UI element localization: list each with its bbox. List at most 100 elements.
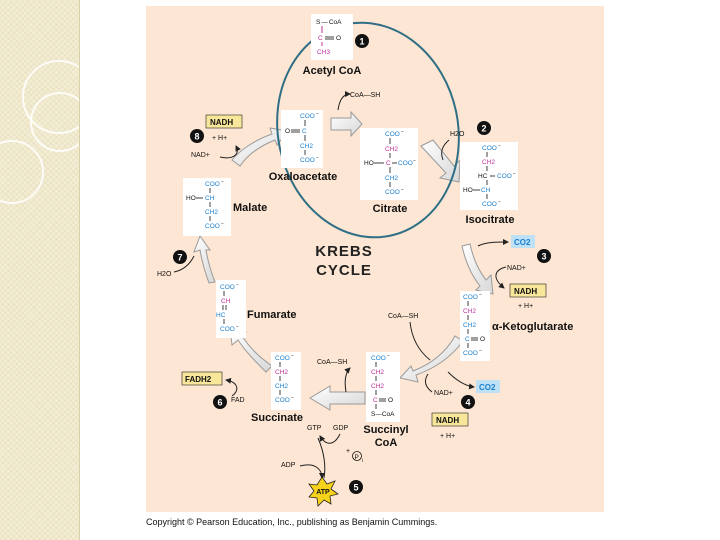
- atp-label: ATP: [316, 489, 330, 496]
- svg-text:CH2: CH2: [385, 146, 398, 153]
- h-plus-step8: + H+: [212, 135, 227, 142]
- step-8-marker: 8: [190, 129, 204, 143]
- nad-plus-step3: NAD+: [507, 265, 526, 272]
- h2o-step2-arrow: [441, 139, 450, 161]
- svg-text:−: −: [498, 199, 501, 205]
- coa-sh-step5-arrow: [344, 367, 351, 393]
- fad-label: FAD: [231, 397, 245, 404]
- co2-step4: CO2: [479, 383, 496, 392]
- step-3-marker: 3: [537, 249, 551, 263]
- molecule-isocitrate: COO− CH2 HC COO− HO CH COO−: [463, 143, 516, 208]
- nadh-step4-highlight: [431, 412, 469, 427]
- svg-text:−: −: [513, 171, 516, 177]
- gtp-atp-arrow: [317, 437, 326, 479]
- coa-sh-step4-arrow: [409, 321, 431, 361]
- svg-text:1: 1: [359, 37, 364, 47]
- svg-text:S—CoA: S—CoA: [371, 411, 395, 418]
- succinyl-coa-label-line1: Succinyl: [363, 424, 408, 436]
- svg-text:−: −: [291, 353, 294, 359]
- svg-text:CH2: CH2: [205, 209, 218, 216]
- svg-text:−: −: [316, 155, 319, 161]
- svg-text:−: −: [401, 129, 404, 135]
- molecule-ketoglutarate: COO− CH2 CH2 C O COO−: [463, 292, 485, 357]
- coa-sh-step4: CoA—SH: [388, 313, 418, 320]
- svg-text:HC: HC: [478, 173, 488, 180]
- svg-text:−: −: [498, 143, 501, 149]
- atp-star-icon: [308, 476, 339, 507]
- cycle-arrow-1: [330, 110, 363, 138]
- step-2-marker: 2: [477, 121, 491, 135]
- nadh-step3: NADH: [514, 287, 537, 296]
- svg-text:S—CoA: S—CoA: [316, 19, 342, 26]
- diagram-title-line1: KREBS: [315, 243, 373, 260]
- box-oxaloacetate: [281, 110, 323, 168]
- pi-label: P: [355, 454, 359, 461]
- box-isocitrate: [460, 142, 518, 210]
- svg-text:O: O: [480, 336, 485, 343]
- svg-text:−: −: [291, 395, 294, 401]
- step-5-marker: 5: [349, 480, 363, 494]
- nad-plus-step4: NAD+: [434, 390, 453, 397]
- svg-text:6: 6: [217, 398, 222, 408]
- molecule-succinyl-coa: COO− CH2 CH2 C O S—CoA: [371, 353, 395, 418]
- cycle-arrows: [193, 110, 494, 411]
- step-1-marker: 1: [355, 34, 369, 48]
- svg-text:−: −: [316, 111, 319, 117]
- molecule-fumarate: COO− CH HC COO−: [216, 282, 239, 333]
- isocitrate-label: Isocitrate: [466, 214, 515, 226]
- succinate-label: Succinate: [251, 412, 303, 424]
- molecule-oxaloacetate: COO− O C CH2 COO−: [285, 111, 319, 164]
- svg-text:CH2: CH2: [463, 322, 476, 329]
- diagram-panel: [146, 6, 604, 512]
- svg-text:CH2: CH2: [275, 383, 288, 390]
- svg-text:COO: COO: [385, 131, 400, 138]
- nad-step8-arrow: [219, 145, 241, 159]
- coa-sh-step1: CoA—SH: [350, 92, 380, 99]
- svg-text:−: −: [413, 158, 416, 164]
- fad-arrow: [225, 377, 238, 397]
- svg-text:COO: COO: [275, 397, 290, 404]
- co2-step4-arrow: [447, 371, 475, 390]
- co2-step3-highlight: [511, 235, 535, 248]
- step-7-marker: 7: [173, 250, 187, 264]
- co2-step4-highlight: [476, 380, 500, 393]
- svg-text:CH2: CH2: [371, 369, 384, 376]
- coa-sh-release-arrow: [337, 91, 351, 111]
- svg-text:CH2: CH2: [482, 159, 495, 166]
- svg-text:−: −: [401, 187, 404, 193]
- step-markers: 1 2 3 4 5 6 7 8: [173, 34, 551, 494]
- box-malate: [183, 178, 231, 236]
- svg-text:COO: COO: [220, 326, 235, 333]
- molecule-citrate: COO− CH2 HO C COO− CH2 COO−: [364, 129, 416, 196]
- h-plus-step3: + H+: [518, 303, 533, 310]
- svg-text:CH2: CH2: [300, 143, 313, 150]
- svg-text:O: O: [388, 397, 393, 404]
- svg-text:CH: CH: [481, 187, 491, 194]
- ketoglutarate-label: α-Ketoglutarate: [492, 321, 573, 333]
- gtp-label: GTP: [307, 425, 322, 432]
- svg-text:−: −: [387, 353, 390, 359]
- svg-text:COO: COO: [398, 160, 413, 167]
- svg-text:COO: COO: [463, 294, 478, 301]
- molecule-malate: COO− HO CH CH2 COO−: [186, 179, 224, 230]
- cycle-arrow-5: [309, 385, 366, 411]
- fadh2-highlight: [181, 371, 223, 386]
- svg-text:HO: HO: [364, 160, 374, 167]
- pi-circle: [352, 451, 362, 461]
- cycle-arrow-2: [420, 139, 461, 183]
- box-succinyl-coa: [366, 352, 400, 422]
- diagram-title-line2: CYCLE: [316, 262, 372, 279]
- step-4-marker: 4: [461, 395, 475, 409]
- svg-text:COO: COO: [275, 355, 290, 362]
- fumarate-label: Fumarate: [247, 309, 297, 321]
- svg-text:CH3: CH3: [317, 49, 330, 56]
- svg-text:CH: CH: [205, 195, 215, 202]
- oxaloacetate-label: Oxaloacetate: [269, 171, 337, 183]
- adp-atp-arrow: [299, 464, 325, 479]
- svg-text:HO: HO: [463, 187, 473, 194]
- svg-text:5: 5: [353, 483, 358, 493]
- molecule-acetyl-coa: S—CoA C O CH3: [316, 19, 342, 56]
- co2-step3-arrow: [477, 239, 509, 247]
- cycle-arrow-3: [461, 243, 494, 295]
- nadh-step3-highlight: [509, 283, 547, 298]
